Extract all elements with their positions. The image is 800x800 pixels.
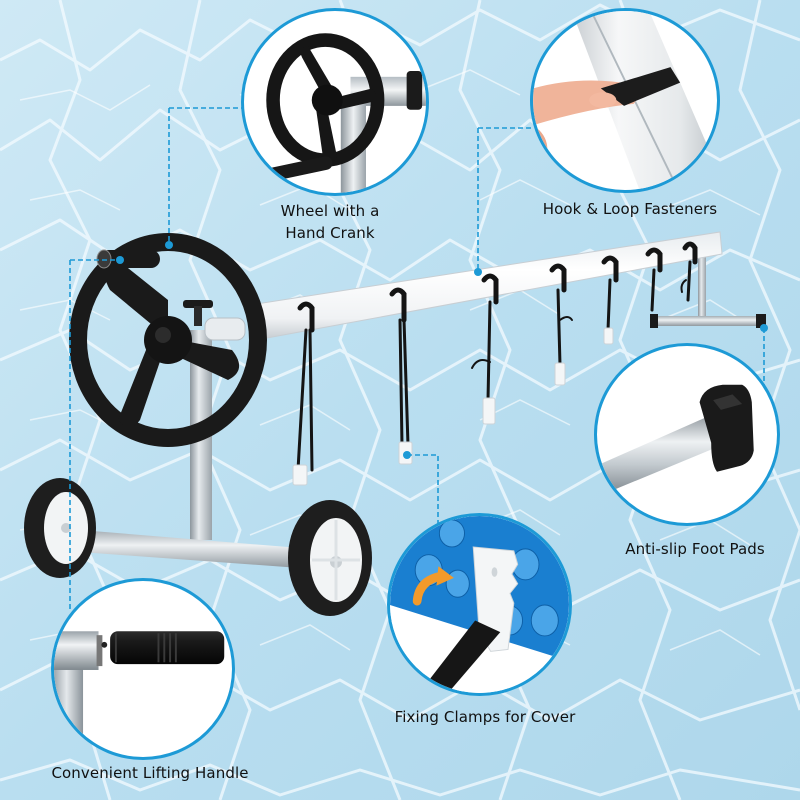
fixing-clamp-icon (390, 516, 569, 693)
lifting-handle-icon (54, 631, 225, 757)
foot-pad-icon (597, 384, 754, 497)
strap-clips (292, 327, 614, 486)
clamps-callout (387, 513, 572, 696)
right-stand (650, 238, 766, 328)
tension-knob (183, 300, 246, 341)
left-wheel (24, 478, 96, 578)
wheel-callout (241, 8, 429, 196)
right-wheel (288, 500, 372, 616)
hook-loop-strap-icon (533, 11, 717, 190)
fasteners-label: Hook & Loop Fasteners (542, 200, 718, 218)
wheel-label: Wheel with a Hand Crank (230, 200, 430, 244)
handle-callout (51, 578, 235, 760)
footpads-label: Anti-slip Foot Pads (625, 540, 765, 558)
base-crossbar (80, 530, 300, 568)
wheel-label-line1: Wheel with a (280, 202, 380, 220)
cover-straps (296, 241, 698, 472)
fasteners-callout (530, 8, 720, 193)
wheel-label-line2: Hand Crank (285, 224, 375, 242)
clamps-label: Fixing Clamps for Cover (394, 708, 576, 726)
hand-crank-wheel-icon (260, 33, 426, 193)
handle-label: Convenient Lifting Handle (51, 764, 249, 782)
footpads-callout (594, 343, 780, 526)
